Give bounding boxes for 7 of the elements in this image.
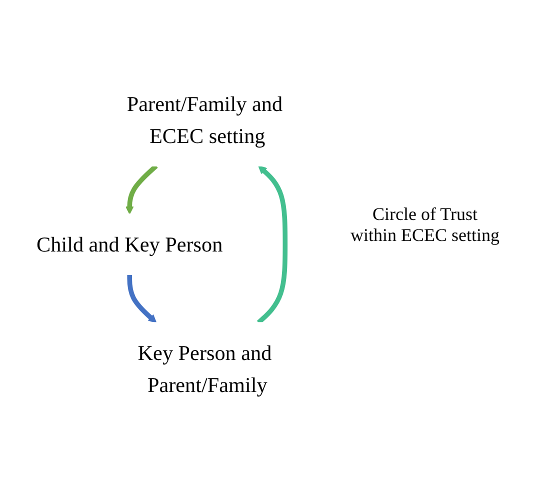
node-text: Child and Key Person — [36, 232, 223, 256]
node-text: Key Person and Parent/Family — [138, 340, 272, 396]
arrow — [125, 164, 158, 214]
arrow — [256, 165, 288, 324]
node-text: Parent/Family and ECEC setting — [126, 92, 283, 148]
arrow — [127, 274, 157, 323]
center-label: Circle of Trust within ECEC setting — [350, 204, 500, 246]
